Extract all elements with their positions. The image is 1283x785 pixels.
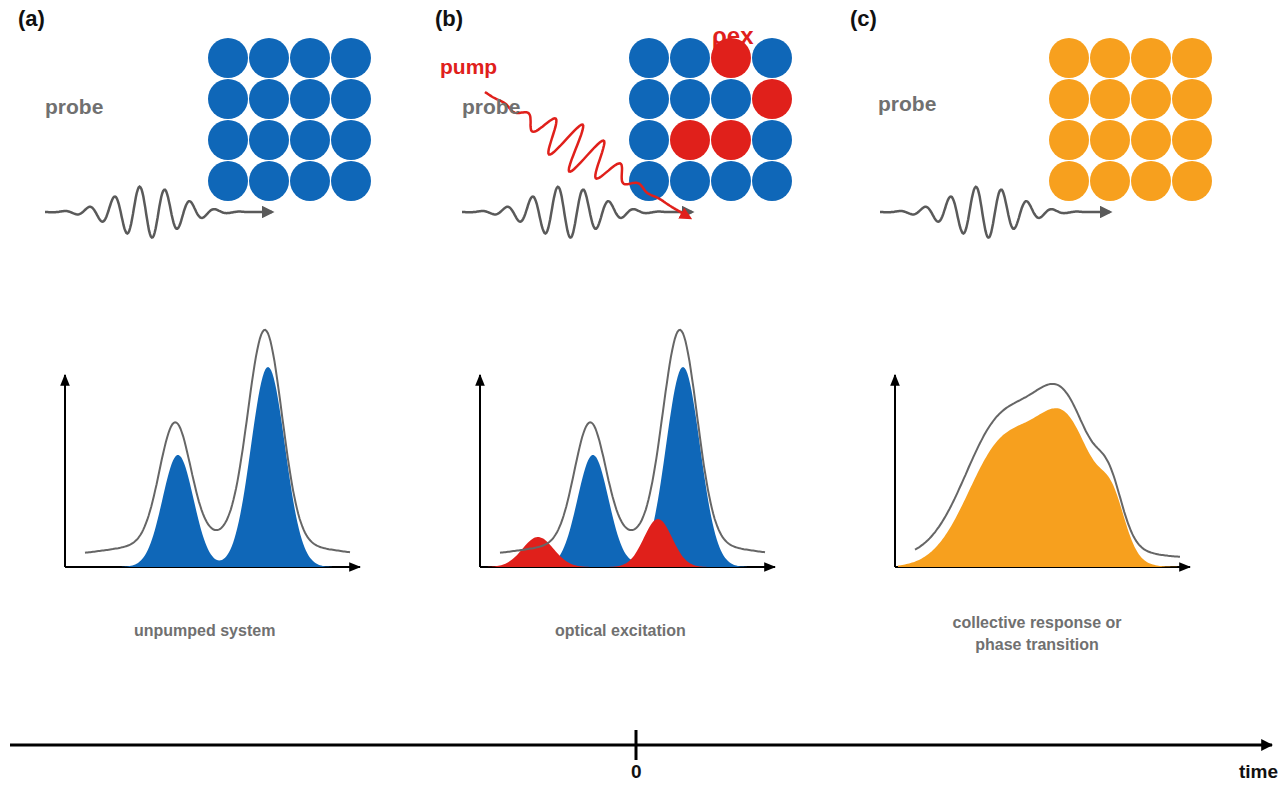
lattice-site (711, 161, 751, 201)
spectrum-envelope (500, 330, 765, 553)
panel-label: (b) (435, 6, 463, 31)
lattice-site (208, 120, 248, 160)
spectrum-fill (898, 408, 1178, 567)
lattice-site (331, 120, 371, 160)
lattice-site (752, 38, 792, 78)
lattice-site (1172, 38, 1212, 78)
spectrum-envelope (915, 384, 1180, 557)
lattice-site (331, 38, 371, 78)
lattice-site (1131, 38, 1171, 78)
lattice-site (249, 38, 289, 78)
lattice-site (290, 79, 330, 119)
lattice-site (1172, 79, 1212, 119)
lattice-site (1172, 120, 1212, 160)
lattice-site (752, 161, 792, 201)
lattice-site (1049, 38, 1089, 78)
lattice-site (1090, 120, 1130, 160)
probe-label: probe (45, 95, 103, 119)
caption: optical excitation (555, 622, 686, 640)
lattice-site (752, 79, 792, 119)
caption: collective response or phase transition (942, 612, 1132, 655)
lattice-site (1049, 79, 1089, 119)
lattice-site (290, 120, 330, 160)
lattice-site (1090, 38, 1130, 78)
lattice-site (670, 161, 710, 201)
lattice-site (629, 120, 669, 160)
spectrum-plot (65, 330, 1190, 567)
lattice-site (331, 79, 371, 119)
time-zero: 0 (631, 761, 642, 783)
probe-label: probe (878, 92, 936, 116)
lattice-site (249, 120, 289, 160)
pulse-wave (462, 187, 692, 238)
lattice-site (290, 38, 330, 78)
axis-label: time (1239, 761, 1278, 783)
lattice-site (1131, 79, 1171, 119)
lattice-site (752, 120, 792, 160)
lattice-site (1090, 79, 1130, 119)
lattice-site (629, 38, 669, 78)
lattice (208, 38, 1212, 201)
lattice-site (1131, 161, 1171, 201)
lattice-site (670, 38, 710, 78)
axis (64, 375, 66, 567)
caption: unpumped system (134, 622, 275, 640)
excitation-density-label: ρex (712, 22, 754, 50)
lattice-site (1172, 161, 1212, 201)
pulse-wave (880, 187, 1110, 238)
lattice-site (711, 120, 751, 160)
lattice-site (1049, 120, 1089, 160)
panel-label: (c) (850, 6, 877, 31)
spectrum-envelope (85, 330, 350, 553)
spectrum-fill (483, 519, 763, 567)
lattice-site (331, 161, 371, 201)
spectrum-fill (483, 367, 763, 567)
lattice-site (711, 79, 751, 119)
lattice-site (1131, 120, 1171, 160)
probe-label: probe (462, 95, 520, 119)
lattice-site (249, 79, 289, 119)
lattice-site (290, 161, 330, 201)
lattice-site (670, 79, 710, 119)
lattice-site (208, 38, 248, 78)
spectrum-fill (68, 367, 348, 567)
time-axis (10, 730, 1272, 760)
pulse-wave (45, 187, 272, 238)
panel-label: (a) (18, 6, 45, 31)
lattice-site (1090, 161, 1130, 201)
lattice-site (208, 161, 248, 201)
probe-pulse (45, 92, 1110, 238)
axis (479, 375, 481, 567)
lattice-site (629, 79, 669, 119)
pump-label: pump (440, 55, 497, 79)
lattice-site (249, 161, 289, 201)
lattice-site (1049, 161, 1089, 201)
lattice-site (670, 120, 710, 160)
lattice-site (208, 79, 248, 119)
axis (894, 375, 896, 567)
